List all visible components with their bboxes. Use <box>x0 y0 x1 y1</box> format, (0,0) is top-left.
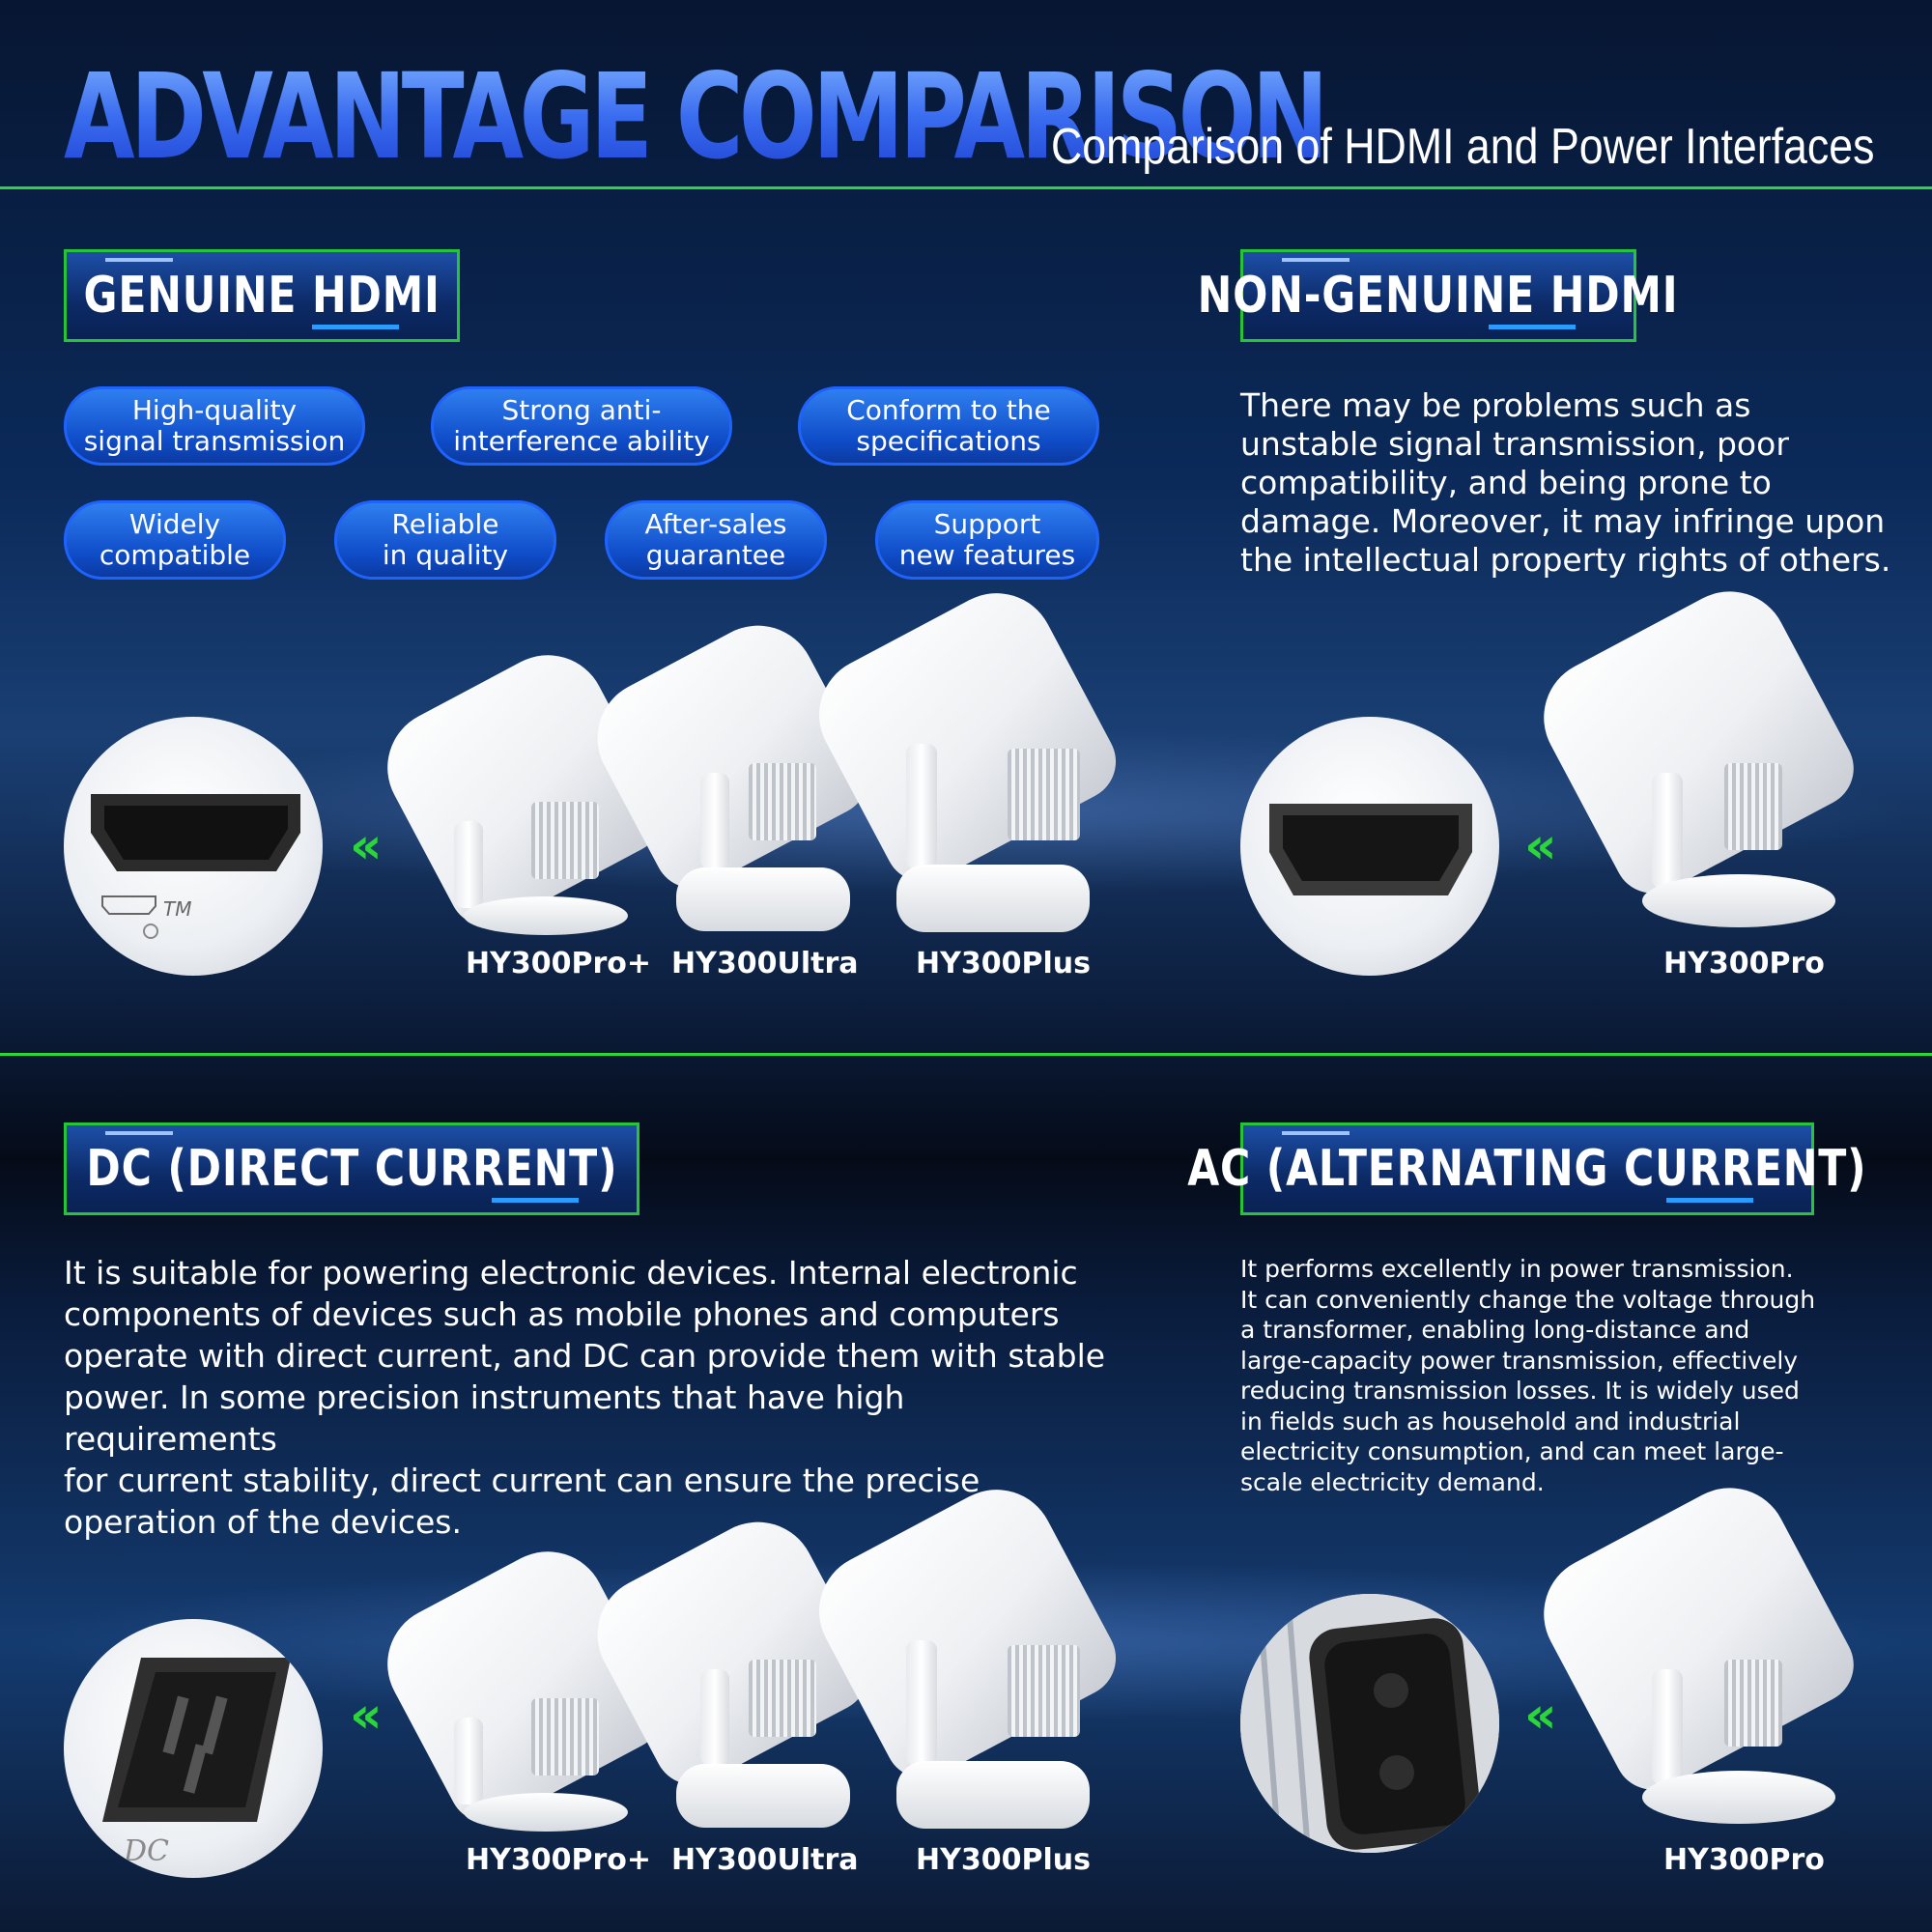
dc-port-closeup: DC <box>64 1619 323 1878</box>
projector-hy300proplus <box>367 635 676 940</box>
divider-middle <box>0 1053 1932 1056</box>
tm-mark: TM <box>163 897 191 921</box>
double-chevron-left-icon: « <box>350 1687 382 1745</box>
model-label: HY300Ultra <box>671 947 859 980</box>
dc-port-icon: DC <box>102 1658 291 1868</box>
hdmi-port-closeup: TM <box>64 717 323 976</box>
model-label: HY300Ultra <box>671 1843 859 1877</box>
pill-anti-interference: Strong anti- interference ability <box>431 386 732 466</box>
projector-hy300plus <box>798 573 1130 937</box>
pill-conform-specs: Conform to the specifications <box>798 386 1099 466</box>
hdmi-port-icon <box>1269 804 1472 895</box>
badge-label: AC (ALTERNATING CURRENT) <box>1187 1140 1867 1198</box>
pill-widely-compatible: Widely compatible <box>64 500 286 580</box>
pill-reliable: Reliable in quality <box>334 500 556 580</box>
hdmi-port-icon: TM <box>91 794 300 939</box>
badge-label: NON-GENUINE HDMI <box>1198 267 1679 325</box>
projector-hy300plus <box>798 1469 1130 1833</box>
model-label: HY300Pro <box>1663 1843 1825 1877</box>
projector-hy300ultra <box>577 605 882 937</box>
non-genuine-description: There may be problems such as unstable s… <box>1240 386 1891 579</box>
projector-hy300proplus <box>367 1531 676 1836</box>
badge-label: DC (DIRECT CURRENT) <box>85 1140 618 1198</box>
projector-hy300pro <box>1523 1467 1867 1833</box>
dc-mark: DC <box>123 1834 169 1868</box>
dc-description: It is suitable for powering electronic d… <box>64 1254 1106 1541</box>
page-title: ADVANTAGE COMPARISON <box>64 48 1328 185</box>
dc-badge: DC (DIRECT CURRENT) <box>64 1122 639 1215</box>
pill-after-sales: After-sales guarantee <box>605 500 827 580</box>
model-label: HY300Plus <box>916 947 1091 980</box>
projector-hy300pro <box>1523 571 1867 937</box>
double-chevron-left-icon: « <box>350 817 382 875</box>
ac-port-closeup <box>1240 1594 1499 1853</box>
page-subtitle: Comparison of HDMI and Power Interfaces <box>1051 119 1875 175</box>
model-label: HY300Pro+ <box>466 947 651 980</box>
badge-label: GENUINE HDMI <box>83 267 440 325</box>
model-label: HY300Pro+ <box>466 1843 651 1877</box>
pill-high-quality: High-quality signal transmission <box>64 386 365 466</box>
genuine-hdmi-badge: GENUINE HDMI <box>64 249 460 342</box>
model-label: HY300Plus <box>916 1843 1091 1877</box>
double-chevron-left-icon: « <box>1524 817 1556 875</box>
projector-hy300ultra <box>577 1501 882 1833</box>
divider-top <box>0 186 1932 189</box>
non-genuine-hdmi-port-closeup <box>1240 717 1499 976</box>
double-chevron-left-icon: « <box>1524 1687 1556 1745</box>
pill-new-features: Support new features <box>875 500 1099 580</box>
ac-port-icon <box>1240 1594 1499 1853</box>
ac-badge: AC (ALTERNATING CURRENT) <box>1187 1122 1866 1215</box>
ac-description: It performs excellently in power transmi… <box>1240 1255 1816 1496</box>
model-label: HY300Pro <box>1663 947 1825 980</box>
non-genuine-hdmi-badge: NON-GENUINE HDMI <box>1198 249 1678 342</box>
